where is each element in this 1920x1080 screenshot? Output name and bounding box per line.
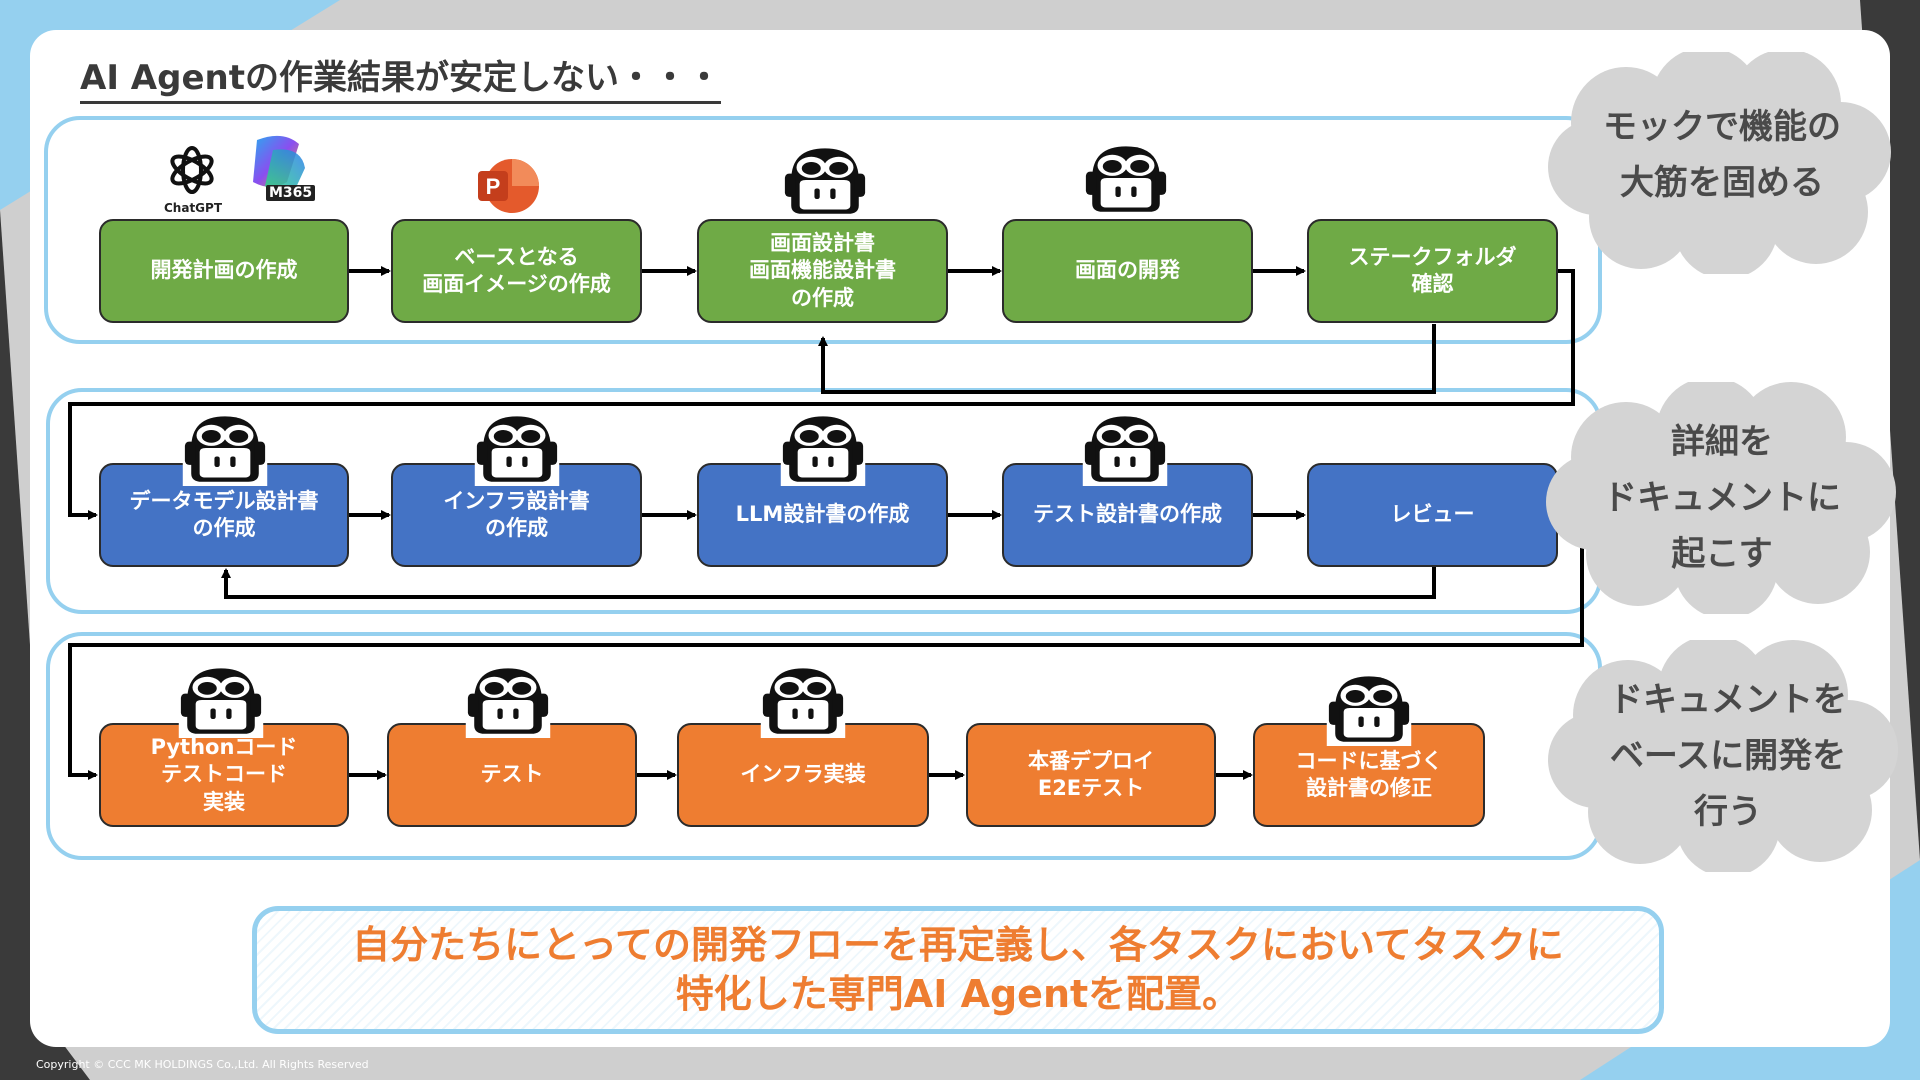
agent-robot-icon [1082,410,1168,486]
cloud-shape-develop [1548,640,1898,872]
step-review: レビュー [1307,463,1558,567]
step-development-plan: 開発計画の作成 [99,219,349,323]
agent-robot-icon [760,662,846,738]
step-screen-design-docs: 画面設計書 画面機能設計書 の作成 [697,219,948,323]
chatgpt-logo-icon [170,146,214,194]
step-test: テスト [387,723,637,827]
copyright-footer: Copyright © CCC MK HOLDINGS Co.,Ltd. All… [36,1058,369,1071]
summary-callout: 自分たちにとっての開発フローを再定義し、各タスクにおいてタスクに 特化した専門A… [252,906,1664,1034]
agent-robot-icon [178,662,264,738]
copilot-m365-logo-icon [253,135,305,196]
step-base-screen-image: ベースとなる 画面イメージの作成 [391,219,642,323]
agent-robot-icon [474,410,560,486]
powerpoint-logo-icon: P [478,159,539,213]
cloud-text-mock: モックで機能の 大筋を固める [1603,106,1841,203]
cloud-shape-document [1546,382,1896,614]
step-data-model-design: データモデル設計書 の作成 [99,463,349,567]
chatgpt-logo-label: ChatGPT [164,201,223,215]
cloud-text-document: 詳細を ドキュメントに 起こす [1603,421,1841,575]
step-infra-implementation: インフラ実装 [677,723,929,827]
cloud-text-develop: ドキュメントを ベースに開発を 行う [1609,679,1847,833]
agent-robot-icon [465,662,551,738]
agent-robot-icon [182,410,268,486]
m365-logo-label: M365 [266,185,316,201]
cloud-shape-mock [1548,52,1891,274]
page-title: AI Agentの作業結果が安定しない・・・ [80,50,721,104]
step-python-implementation: Pythonコード テストコード 実装 [99,723,349,827]
agent-robot-icon [1326,670,1412,746]
step-screen-development: 画面の開発 [1002,219,1253,323]
powerpoint-logo-letter: P [486,174,501,199]
agent-robot-icon [780,410,866,486]
agent-robot-icon [782,142,868,218]
step-production-deploy: 本番デプロイ E2Eテスト [966,723,1216,827]
agent-robot-icon [1083,140,1169,216]
step-stakeholder-review: ステークフォルダ 確認 [1307,219,1558,323]
